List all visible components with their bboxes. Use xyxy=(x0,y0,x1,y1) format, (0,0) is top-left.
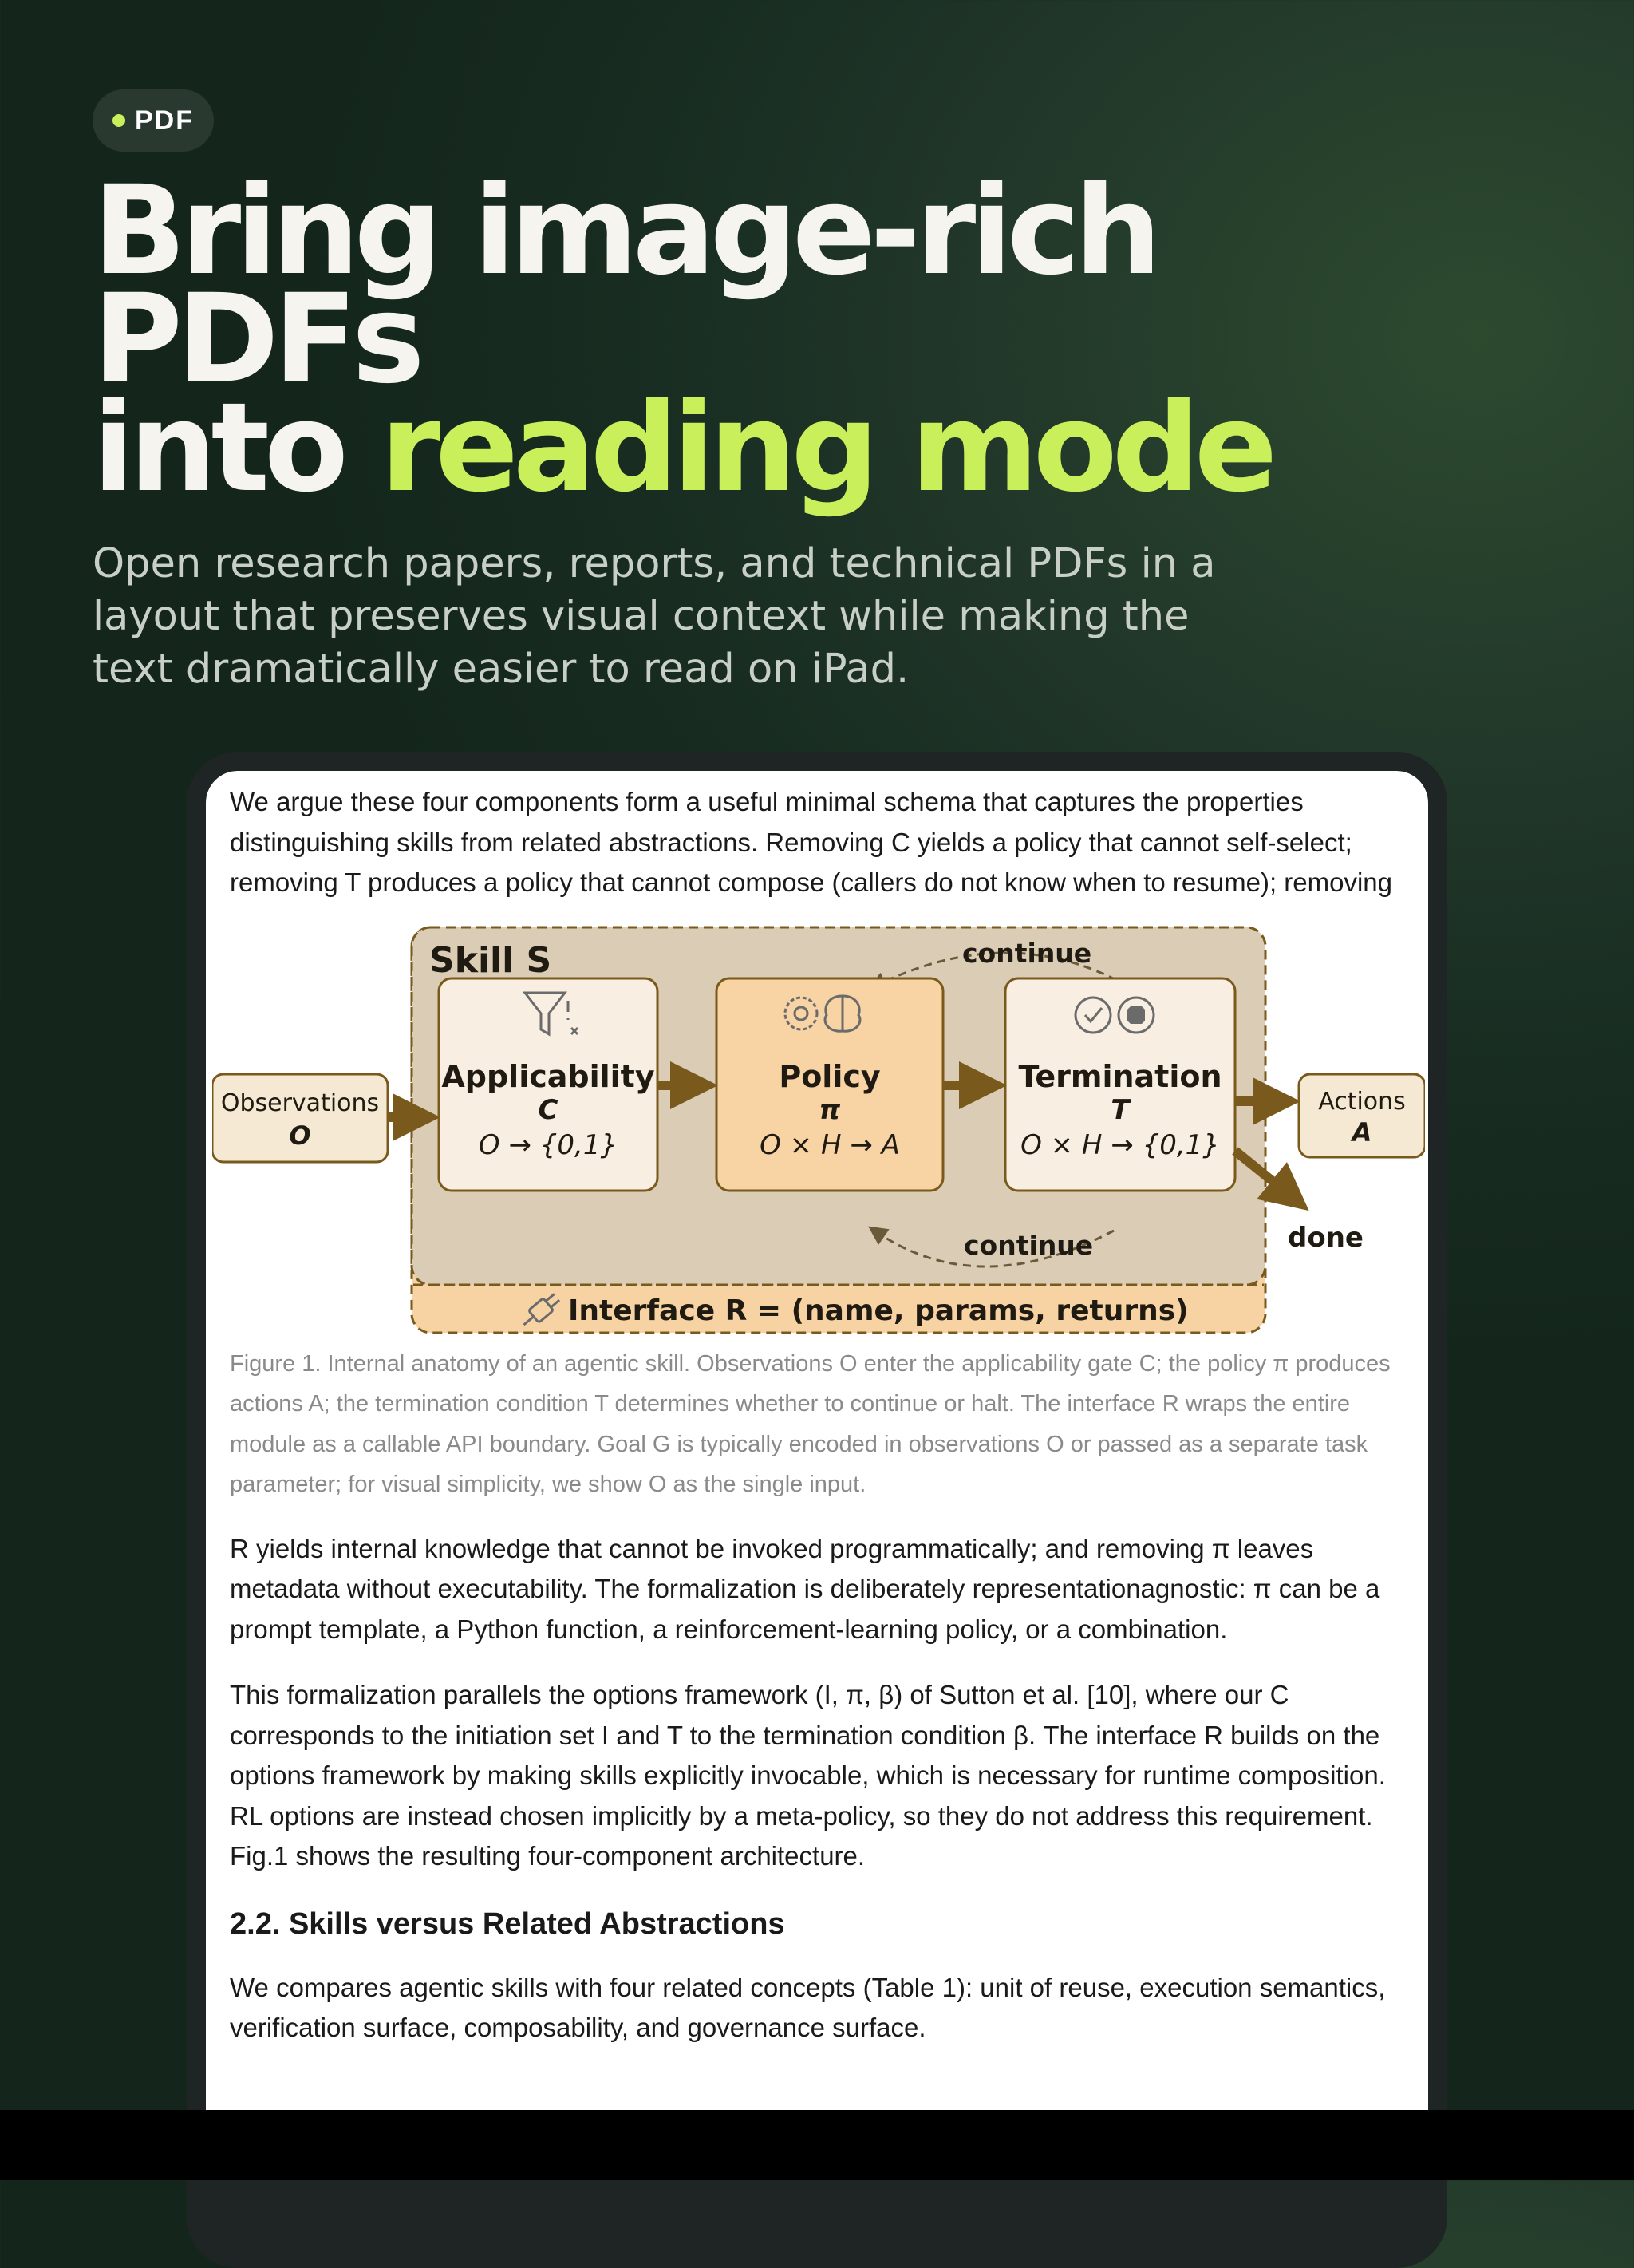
document-content: We argue these four components form a us… xyxy=(211,782,1427,2049)
termination-title: Termination xyxy=(1018,1059,1222,1094)
paragraph-3: This formalization parallels the options… xyxy=(230,1680,1386,1871)
policy-formula: O × H → A xyxy=(760,1129,900,1161)
headline-line-1: Bring image-rich xyxy=(93,160,1162,302)
figure-1: Skill S continue continue Observations O… xyxy=(211,903,1427,1339)
policy-symbol: π xyxy=(819,1094,841,1126)
gears-icon xyxy=(783,996,819,1030)
headline-prefix: into xyxy=(93,377,381,520)
interface-label: Interface R = (name, params, returns) xyxy=(568,1294,1189,1327)
actions-symbol: A xyxy=(1350,1117,1372,1148)
termination-symbol: T xyxy=(1111,1094,1131,1126)
headline-line-3: into reading mode xyxy=(93,387,1449,510)
done-label: done xyxy=(1288,1222,1364,1254)
badge-dot xyxy=(112,114,125,127)
section-heading: 2.2. Skills versus Related Abstractions xyxy=(230,1906,785,1941)
paragraph-4: We compares agentic skills with four rel… xyxy=(230,1972,1386,2043)
skill-diagram: Skill S continue continue Observations O… xyxy=(211,926,1427,1334)
headline-accent: reading mode xyxy=(380,377,1277,520)
pdf-badge: PDF xyxy=(93,89,214,152)
applicability-symbol: C xyxy=(539,1094,558,1126)
observations-title: Observations xyxy=(221,1089,379,1117)
termination-formula: O × H → {0,1} xyxy=(1020,1129,1220,1161)
continue-arrow-top xyxy=(867,951,1129,990)
brain-icon xyxy=(823,994,862,1033)
applicability-title: Applicability xyxy=(441,1059,654,1094)
continue-arrow-bottom xyxy=(868,1226,1115,1267)
reader-screen[interactable]: We argue these four components form a us… xyxy=(206,771,1428,2112)
headline-line-2: PDFs xyxy=(93,268,425,411)
funnel-icon xyxy=(522,991,579,1037)
observations-symbol: O xyxy=(289,1120,310,1151)
paragraph-1: We argue these four components form a us… xyxy=(230,787,1393,897)
policy-title: Policy xyxy=(779,1059,881,1094)
continue-label-bottom: continue xyxy=(964,1230,1093,1261)
plug-icon xyxy=(523,1292,561,1326)
skill-label: Skill S xyxy=(429,940,551,981)
check-circle-icon xyxy=(1074,996,1112,1033)
continue-label-top: continue xyxy=(962,938,1091,969)
bottom-bar xyxy=(0,2110,1634,2180)
subheadline: Open research papers, reports, and techn… xyxy=(93,540,1216,693)
badge-label: PDF xyxy=(135,105,194,136)
applicability-formula: O → {0,1} xyxy=(479,1129,618,1161)
paragraph-2: R yields internal knowledge that cannot … xyxy=(230,1533,1380,1644)
stop-icon xyxy=(1117,996,1155,1033)
arrow-termination-to-done xyxy=(1232,1146,1309,1211)
actions-title: Actions xyxy=(1318,1088,1406,1116)
headline: Bring image-rich PDFs into reading mode xyxy=(93,160,1449,510)
figure-caption: Figure 1. Internal anatomy of an agentic… xyxy=(230,1350,1391,1498)
